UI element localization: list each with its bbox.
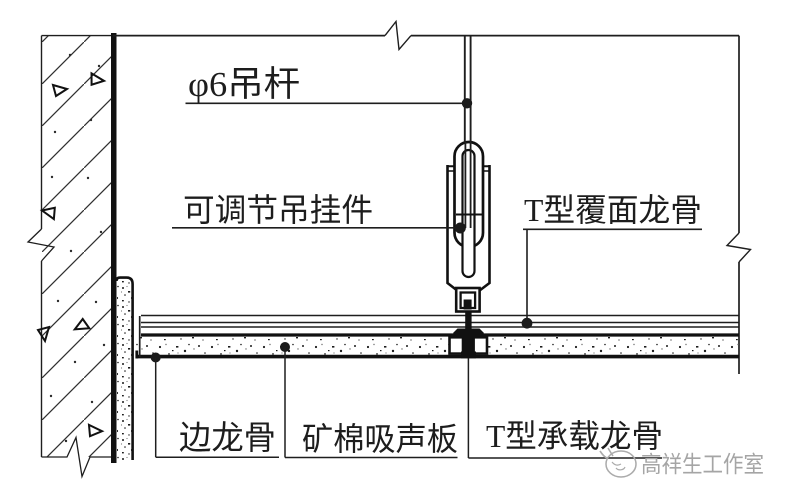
top-break-icon [384, 19, 412, 52]
plaster-strip-fill [117, 279, 132, 460]
label-mineral-wool-board: 矿棉吸声板 [302, 421, 458, 457]
watermark-seal-icon [605, 450, 637, 478]
mineral-wool-board-fill [135, 337, 739, 355]
wall-bottom-break-icon [41, 435, 111, 479]
slab-line [113, 19, 739, 52]
wall-section [26, 33, 134, 479]
label-t-face-runner: T型覆面龙骨 [524, 192, 702, 228]
board-kerf-right [472, 335, 489, 355]
leader-dot [454, 222, 466, 234]
t-load-runner-joint [448, 335, 489, 359]
watermark: 高祥生工作室 [599, 447, 764, 478]
adjustable-hanger-assembly [446, 140, 491, 338]
tee-flange [461, 351, 476, 359]
leaders [150, 98, 702, 459]
aggregate-triangle-icons [36, 71, 107, 438]
aggregate-dots [49, 53, 106, 443]
label-hanger-rod: φ6吊杆 [188, 65, 300, 104]
watermark-seal-face [611, 461, 626, 471]
right-break-icon [725, 232, 752, 263]
watermark-doodle [599, 447, 614, 459]
hanger-rod-lines [463, 35, 472, 142]
wall-face-line [111, 33, 117, 463]
hanger-connector [465, 311, 472, 329]
hanger-housing-sides [446, 165, 491, 292]
wall-left-break-icon [26, 228, 56, 262]
board-kerf-left [448, 335, 465, 355]
label-adjustable-hanger: 可调节吊挂件 [183, 192, 373, 228]
annotation-labels: φ6吊杆 可调节吊挂件 T型覆面龙骨 边龙骨 矿棉吸声板 T型承载龙骨 [179, 65, 702, 457]
label-t-load-runner: T型承载龙骨 [486, 418, 663, 454]
ceiling-grid [135, 314, 739, 359]
plaster-strip-outline [115, 276, 134, 460]
hanger-foot-core [463, 299, 472, 310]
label-edge-runner: 边龙骨 [179, 420, 276, 457]
watermark-studio-name: 高祥生工作室 [641, 452, 764, 477]
tee-web [463, 335, 473, 357]
leader-dot [461, 98, 473, 109]
leader-dot [521, 317, 533, 329]
hanger-clip [453, 328, 484, 338]
